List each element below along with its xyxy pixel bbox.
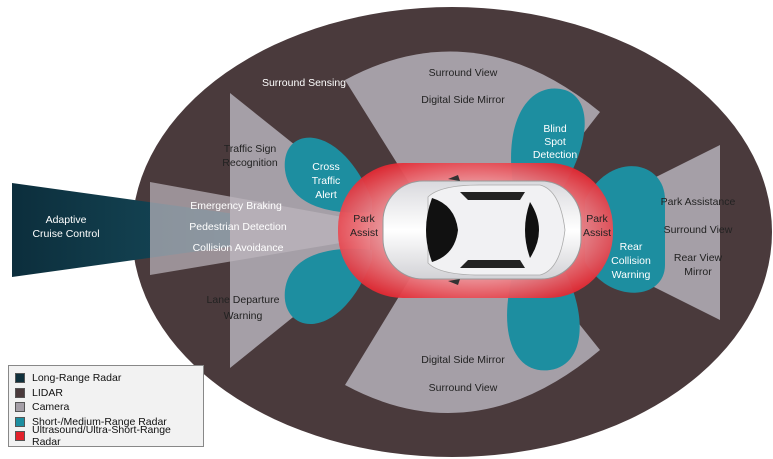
legend-label: Camera — [32, 401, 70, 414]
label-rear-view-1: Rear View — [674, 252, 723, 264]
label-digital-side-mirror-top: Digital Side Mirror — [421, 94, 505, 106]
legend-label: Ultrasound/Ultra-Short-Range Radar — [32, 424, 171, 449]
label-acc-2: Cruise Control — [32, 228, 99, 240]
label-cross-traffic-1: Cross — [312, 161, 339, 173]
label-surround-sensing: Surround Sensing — [262, 77, 346, 89]
legend-label: LIDAR — [32, 386, 63, 399]
label-rear-collision-1: Rear — [620, 241, 643, 253]
label-surround-view-bottom: Surround View — [429, 382, 498, 394]
label-surround-view-top: Surround View — [429, 67, 498, 79]
label-rear-view-2: Mirror — [684, 266, 712, 278]
label-acc-1: Adaptive — [46, 214, 87, 226]
legend: Long-Range Radar LIDAR Camera Short-/Med… — [8, 365, 204, 448]
label-park-assist-front-1: Park — [353, 213, 375, 225]
label-blind-spot-1: Blind — [543, 123, 567, 135]
car-top-view — [382, 175, 582, 285]
label-digital-side-mirror-bottom: Digital Side Mirror — [421, 354, 505, 366]
legend-item-camera: Camera — [15, 400, 197, 415]
legend-item-lidar: LIDAR — [15, 386, 197, 401]
legend-swatch — [15, 402, 25, 413]
label-rear-collision-2: Collision — [611, 255, 651, 267]
label-surround-view-right: Surround View — [664, 224, 733, 236]
label-emergency-braking: Emergency Braking — [190, 200, 282, 212]
legend-swatch — [15, 373, 25, 384]
label-park-assistance: Park Assistance — [661, 196, 736, 208]
legend-label: Short-/Medium-Range Radar — [32, 415, 167, 428]
legend-item-short-medium-radar: Short-/Medium-Range Radar — [15, 415, 197, 430]
legend-swatch — [15, 387, 25, 398]
label-park-assist-rear-2: Assist — [583, 227, 611, 239]
label-collision-avoidance: Collision Avoidance — [193, 242, 284, 254]
legend-item-ultrasound: Ultrasound/Ultra-Short-Range Radar — [15, 424, 197, 448]
label-park-assist-rear-1: Park — [586, 213, 608, 225]
camera-front-narrow — [150, 182, 370, 275]
legend-label: Long-Range Radar — [32, 372, 122, 385]
label-cross-traffic-3: Alert — [315, 189, 337, 201]
legend-swatch — [15, 431, 25, 442]
label-pedestrian-detection: Pedestrian Detection — [189, 221, 287, 233]
label-park-assist-front-2: Assist — [350, 227, 378, 239]
label-traffic-sign-2: Recognition — [222, 157, 278, 169]
label-traffic-sign-1: Traffic Sign — [224, 143, 277, 155]
label-lane-departure-2: Warning — [224, 310, 263, 322]
label-blind-spot-3: Detection — [533, 149, 578, 161]
label-cross-traffic-2: Traffic — [312, 175, 341, 187]
label-lane-departure-1: Lane Departure — [207, 294, 280, 306]
legend-item-long-range-radar: Long-Range Radar — [15, 371, 197, 386]
legend-swatch — [15, 416, 25, 427]
label-blind-spot-2: Spot — [544, 136, 566, 148]
label-rear-collision-3: Warning — [612, 269, 651, 281]
